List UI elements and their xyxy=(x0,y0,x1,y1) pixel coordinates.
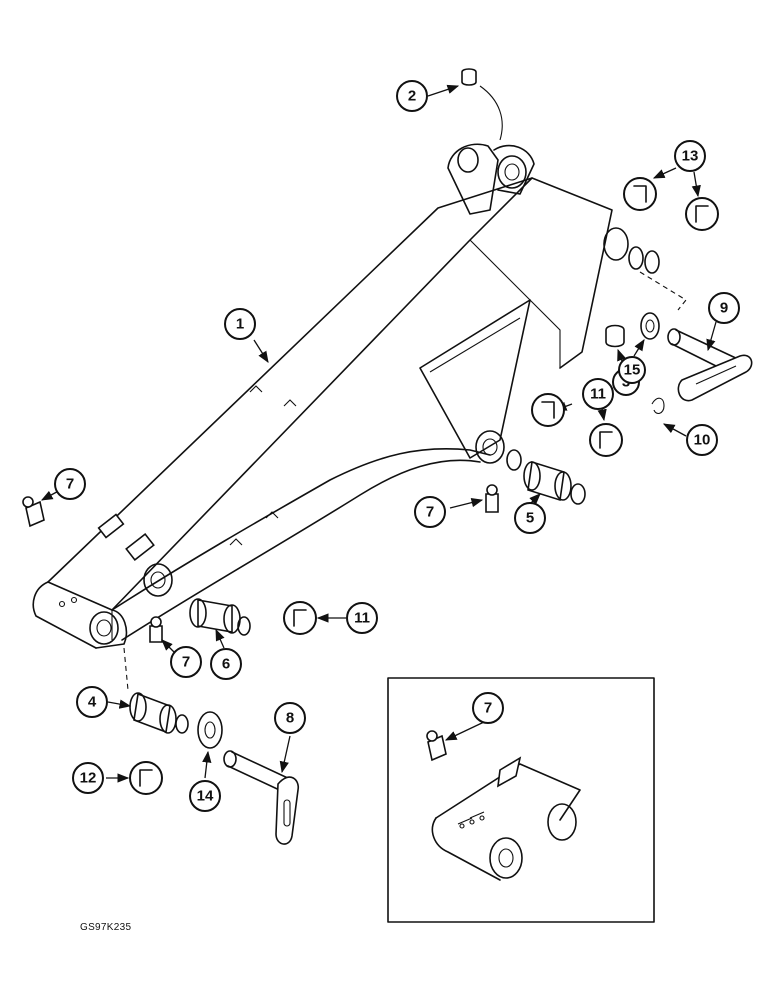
svg-text:4: 4 xyxy=(88,694,97,711)
callout-11: 11 xyxy=(346,602,378,634)
seal-lip-symbol-icon xyxy=(589,423,623,457)
svg-text:14: 14 xyxy=(197,788,214,805)
callout-15: 15 xyxy=(618,356,646,384)
callout-1: 1 xyxy=(224,308,256,340)
callout-8: 8 xyxy=(274,702,306,734)
callout-7: 7 xyxy=(54,468,86,500)
svg-text:10: 10 xyxy=(694,432,711,449)
svg-text:7: 7 xyxy=(66,476,74,493)
svg-text:11: 11 xyxy=(354,610,370,627)
svg-text:7: 7 xyxy=(426,504,434,521)
callout-13: 13 xyxy=(674,140,706,172)
svg-text:12: 12 xyxy=(80,770,97,787)
svg-text:1: 1 xyxy=(236,316,244,333)
callout-7: 7 xyxy=(170,646,202,678)
pivot-pin-part-8 xyxy=(223,750,300,845)
grease-fitting-icon xyxy=(426,730,447,762)
top-pivot-bracket xyxy=(447,143,535,215)
callout-11: 11 xyxy=(582,378,614,410)
seal-lip-symbol-icon xyxy=(685,197,719,231)
callout-6: 6 xyxy=(210,648,242,680)
seal-lip-symbol-icon xyxy=(623,177,657,211)
bushing-part-5 xyxy=(506,449,586,505)
callout-9: 9 xyxy=(708,292,740,324)
callout-7: 7 xyxy=(414,496,446,528)
seal-lip-symbol-icon xyxy=(283,601,317,635)
callout-2: 2 xyxy=(396,80,428,112)
callout-4: 4 xyxy=(76,686,108,718)
svg-text:15: 15 xyxy=(624,362,641,379)
callout-12: 12 xyxy=(72,762,104,794)
svg-text:7: 7 xyxy=(182,654,190,671)
svg-text:13: 13 xyxy=(682,148,699,165)
svg-text:9: 9 xyxy=(720,300,728,317)
grease-fitting-icon xyxy=(485,484,499,513)
svg-text:7: 7 xyxy=(484,700,492,717)
svg-text:8: 8 xyxy=(286,710,294,727)
callout-7: 7 xyxy=(472,692,504,724)
washer-part-15 xyxy=(640,312,660,340)
bushing-part-6 xyxy=(189,598,251,636)
svg-text:11: 11 xyxy=(590,386,606,403)
washer-part-14 xyxy=(197,711,223,749)
boom-arm xyxy=(32,177,629,649)
svg-text:6: 6 xyxy=(222,656,230,673)
svg-text:2: 2 xyxy=(408,88,416,105)
grease-fitting-icon xyxy=(149,616,163,643)
seal-lip-symbol-icon xyxy=(129,761,163,795)
callout-10: 10 xyxy=(686,424,718,456)
callout-14: 14 xyxy=(189,780,221,812)
plug-part-2 xyxy=(461,68,503,141)
callout-5: 5 xyxy=(514,502,546,534)
pivot-pin-part-9 xyxy=(667,328,753,402)
seal-lip-symbol-icon xyxy=(531,393,565,427)
svg-text:5: 5 xyxy=(526,510,534,527)
seal-rings-part-13 xyxy=(628,246,687,311)
grease-fitting-icon xyxy=(22,496,45,528)
figure-code: GS97K235 xyxy=(80,922,132,933)
retainer-clip-part-10 xyxy=(651,397,665,415)
inset-detail xyxy=(387,677,655,923)
plug-part-3 xyxy=(605,324,625,348)
